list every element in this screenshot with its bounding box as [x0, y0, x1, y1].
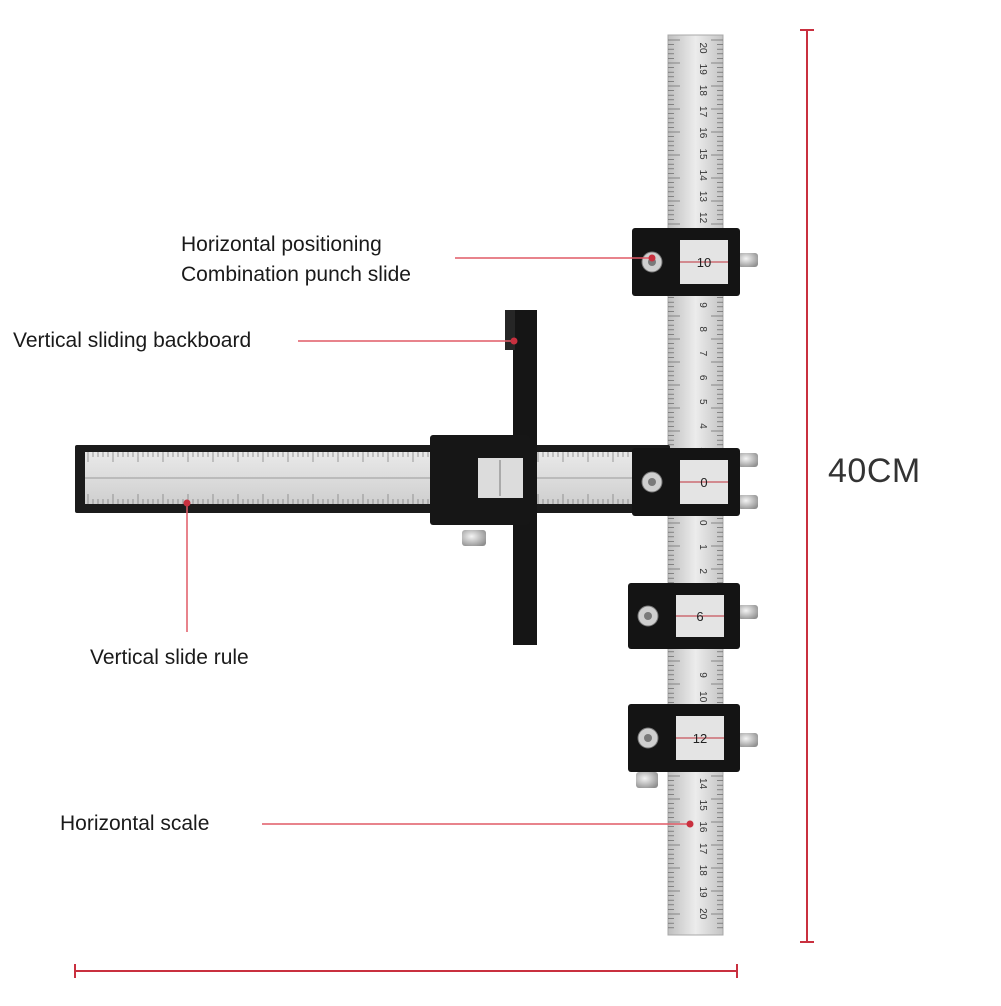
label-slide-rule: Vertical slide rule — [90, 646, 249, 669]
punch-slide-top-window-number: 10 — [697, 255, 711, 270]
ruler-number-mid-5: 4 — [697, 423, 708, 429]
label-horizontal-scale: Horizontal scale — [60, 812, 210, 835]
ruler-number-bottom-7: 16 — [697, 821, 708, 833]
callout-punch-slide-line — [455, 254, 656, 262]
ruler-number-mid-10: 1 — [697, 544, 708, 550]
ruler-number-bottom-8: 17 — [697, 843, 708, 855]
ruler-number-mid-2: 7 — [697, 351, 708, 357]
label-punch-slide-line1: Horizontal positioning — [181, 233, 382, 256]
label-punch-slide-line2: Combination punch slide — [181, 263, 411, 286]
ruler-number-mid-9: 0 — [697, 520, 708, 526]
punch-slide-center-knob-1 — [738, 495, 758, 509]
punch-slide-top: 10 — [632, 228, 758, 296]
callout-horizontal-scale-line — [262, 820, 694, 828]
ruler-number-top-5: 15 — [697, 148, 708, 160]
punch-slide-lower-knob-0 — [738, 605, 758, 619]
punch-slide-center-knob-0 — [738, 453, 758, 467]
ruler-number-bottom-10: 19 — [697, 886, 708, 898]
ruler-number-top-0: 20 — [697, 42, 708, 54]
ruler-number-top-4: 16 — [697, 127, 708, 139]
ruler-number-top-6: 14 — [697, 170, 708, 182]
punch-slide-bottom-window-number: 12 — [693, 731, 707, 746]
ruler-number-bottom-1: 10 — [697, 691, 708, 703]
ruler-number-top-2: 18 — [697, 85, 708, 97]
ruler-number-bottom-11: 20 — [697, 908, 708, 920]
ruler-number-mid-0: 9 — [697, 302, 708, 308]
callout-slide-rule-line — [183, 499, 191, 632]
ruler-number-top-3: 17 — [697, 106, 708, 118]
ruler-number-top-1: 19 — [697, 64, 708, 76]
vertical-sliding-backboard — [430, 310, 537, 645]
ruler-number-mid-4: 5 — [697, 399, 708, 405]
ruler-number-top-7: 13 — [697, 191, 708, 203]
callout-backboard-line — [298, 337, 518, 345]
height-dimension-label: 40CM — [828, 452, 921, 490]
ruler-number-mid-11: 2 — [697, 568, 708, 574]
ruler-number-mid-1: 8 — [697, 326, 708, 332]
punch-slide-top-knob-0 — [738, 253, 758, 267]
ruler-number-bottom-9: 18 — [697, 865, 708, 877]
punch-slide-center: 0 — [632, 448, 758, 516]
label-backboard: Vertical sliding backboard — [13, 329, 252, 352]
ruler-number-bottom-0: 9 — [697, 672, 708, 678]
height-dimension-line — [800, 29, 814, 943]
ruler-number-top-8: 12 — [697, 212, 708, 224]
ruler-number-bottom-6: 15 — [697, 800, 708, 812]
ruler-number-mid-3: 6 — [697, 375, 708, 381]
punch-slide-lower: 6 — [628, 583, 758, 649]
punch-slide-center-window-number: 0 — [700, 475, 707, 490]
ruler-number-bottom-5: 14 — [697, 778, 708, 790]
punch-slide-bottom: 12 — [628, 704, 758, 772]
punch-slide-bottom-knob-0 — [738, 733, 758, 747]
punch-slide-lower-window-number: 6 — [696, 609, 703, 624]
width-dimension-line — [74, 964, 738, 978]
bottom-slide-lock-knob — [636, 772, 658, 788]
horizontal-slide-rule — [75, 445, 670, 513]
